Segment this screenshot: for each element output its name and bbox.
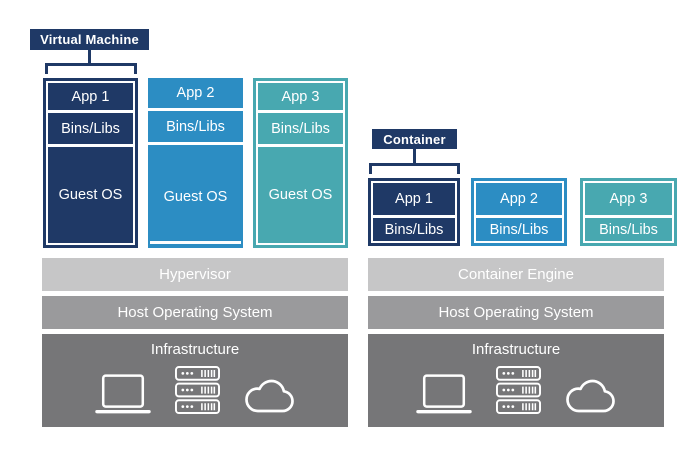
container-infrastructure-layer: Infrastructure xyxy=(368,334,664,427)
ct1-bins-label: Bins/Libs xyxy=(373,215,455,241)
vm3-bins-label: Bins/Libs xyxy=(258,110,343,144)
container-box-1: App 1 Bins/Libs xyxy=(368,178,460,246)
vm-infrastructure-label: Infrastructure xyxy=(150,341,240,358)
laptop-icon xyxy=(415,374,472,414)
vm-column-3: App 3 Bins/Libs Guest OS xyxy=(253,78,348,248)
vm-infrastructure-icons xyxy=(94,366,296,415)
ct3-bins-label: Bins/Libs xyxy=(585,215,672,241)
container-infrastructure-label: Infrastructure xyxy=(471,341,561,358)
vm-column-2: App 2 Bins/Libs Guest OS xyxy=(148,78,243,248)
cloud-icon xyxy=(244,379,294,413)
container-callout: Container xyxy=(372,129,457,149)
vm-bracket xyxy=(45,63,137,74)
hypervisor-label: Hypervisor xyxy=(159,266,231,283)
server-rack-icon xyxy=(174,366,220,414)
virtual-machine-callout: Virtual Machine xyxy=(30,29,149,50)
vm-infrastructure-layer: Infrastructure xyxy=(42,334,348,427)
container-engine-layer: Container Engine xyxy=(368,258,664,291)
vm-host-os-label: Host Operating System xyxy=(117,304,273,321)
hypervisor-layer: Hypervisor xyxy=(42,258,348,291)
ct3-app-label: App 3 xyxy=(609,191,648,207)
container-host-os-label: Host Operating System xyxy=(438,304,594,321)
cloud-icon xyxy=(565,379,615,413)
vm2-guest-os-label: Guest OS xyxy=(148,142,243,248)
container-engine-label: Container Engine xyxy=(458,266,574,283)
vm3-app-label: App 3 xyxy=(281,88,320,105)
ct2-bins-label: Bins/Libs xyxy=(476,215,562,241)
vm2-app-label: App 2 xyxy=(176,85,215,101)
vm3-guest-os-label: Guest OS xyxy=(258,144,343,243)
server-rack-icon xyxy=(495,366,541,414)
vm-column-1: App 1 Bins/Libs Guest OS xyxy=(43,78,138,248)
vm-callout-stem xyxy=(88,50,91,64)
ct2-app-label: App 2 xyxy=(500,191,538,207)
container-infrastructure-icons xyxy=(415,366,617,415)
vm-host-os-layer: Host Operating System xyxy=(42,296,348,329)
container-box-3: App 3 Bins/Libs xyxy=(580,178,677,246)
container-callout-stem xyxy=(413,149,416,164)
vm1-app-label: App 1 xyxy=(71,88,110,105)
ct1-app-label: App 1 xyxy=(395,191,433,207)
vm2-bins-label: Bins/Libs xyxy=(148,108,243,142)
vm1-guest-os-label: Guest OS xyxy=(48,144,133,243)
container-host-os-layer: Host Operating System xyxy=(368,296,664,329)
vm1-bins-label: Bins/Libs xyxy=(48,110,133,144)
container-box-2: App 2 Bins/Libs xyxy=(471,178,567,246)
container-bracket xyxy=(369,163,460,174)
laptop-icon xyxy=(94,374,151,414)
